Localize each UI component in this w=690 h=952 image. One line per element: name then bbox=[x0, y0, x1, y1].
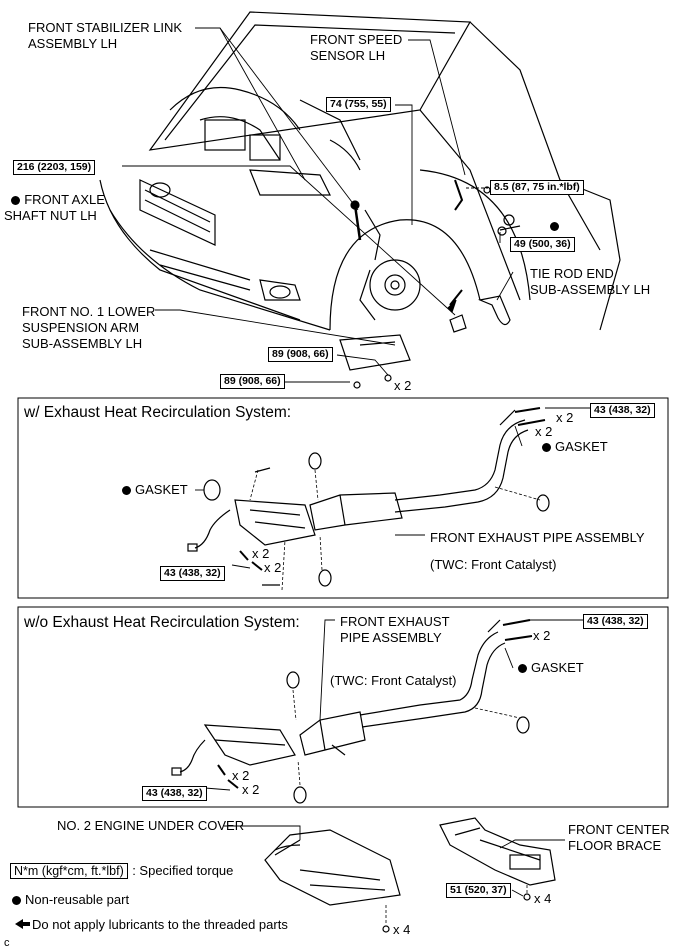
torque-89-upper: 89 (908, 66) bbox=[268, 347, 333, 362]
panel2-title: w/o Exhaust Heat Recirculation System: bbox=[24, 614, 300, 631]
no-lube-arrow-icon bbox=[15, 919, 30, 929]
panel-with-ehr-frame bbox=[17, 397, 669, 599]
panel1-gasket-right-text: GASKET bbox=[555, 439, 608, 454]
legend-unit-box: N*m (kgf*cm, ft.*lbf) bbox=[10, 863, 128, 879]
torque-74: 74 (755, 55) bbox=[326, 97, 391, 112]
count-lower-arm: x 2 bbox=[394, 378, 412, 393]
panel1-twc: (TWC: Front Catalyst) bbox=[430, 557, 557, 572]
panel2-gasket: GASKET bbox=[518, 660, 584, 676]
label-front-axle-nut: FRONT AXLE SHAFT NUT LH bbox=[4, 176, 105, 224]
count-cover: x 4 bbox=[393, 922, 411, 937]
non-reusable-dot-icon bbox=[518, 664, 527, 674]
corner-mark: c bbox=[4, 937, 10, 949]
panel1-gasket-left-text: GASKET bbox=[135, 482, 188, 497]
non-reusable-dot-icon bbox=[12, 896, 21, 906]
label-front-axle-nut-text: FRONT AXLE SHAFT NUT LH bbox=[4, 192, 105, 223]
panel2-pipe-label: FRONT EXHAUST PIPE ASSEMBLY bbox=[340, 614, 450, 645]
non-reusable-dot-icon bbox=[542, 443, 551, 453]
label-tie-rod-end: TIE ROD END SUB-ASSEMBLY LH bbox=[530, 266, 651, 297]
label-front-stabilizer-link: FRONT STABILIZER LINK ASSEMBLY LH bbox=[28, 20, 183, 51]
panel1-torque-left: 43 (438, 32) bbox=[160, 566, 225, 581]
non-reusable-dot-icon bbox=[11, 196, 21, 206]
panel2-count-l2: x 2 bbox=[242, 782, 260, 797]
panel1-gasket-left: GASKET bbox=[122, 482, 188, 498]
label-front-speed-sensor: FRONT SPEED SENSOR LH bbox=[310, 32, 403, 63]
under-cover-and-brace bbox=[224, 817, 565, 933]
panel1-count-r1: x 2 bbox=[556, 410, 574, 425]
non-reusable-dot-icon bbox=[550, 222, 559, 231]
panel1-count-r2: x 2 bbox=[535, 424, 553, 439]
count-brace: x 4 bbox=[534, 891, 552, 906]
torque-8-5: 8.5 (87, 75 in.*lbf) bbox=[490, 180, 584, 195]
legend-unit-desc: : Specified torque bbox=[132, 863, 234, 878]
legend-no-lube: Do not apply lubricants to the threaded … bbox=[32, 917, 288, 932]
legend-non-reusable-text: Non-reusable part bbox=[25, 892, 130, 907]
torque-51: 51 (520, 37) bbox=[446, 883, 511, 898]
panel1-torque-right: 43 (438, 32) bbox=[590, 403, 655, 418]
panel2-torque-right: 43 (438, 32) bbox=[583, 614, 648, 629]
vehicle-illustration bbox=[99, 11, 621, 389]
label-lower-suspension-arm: FRONT NO. 1 LOWER SUSPENSION ARM SUB-ASS… bbox=[22, 304, 156, 351]
panel2-count-r: x 2 bbox=[533, 628, 551, 643]
panel1-pipe-label: FRONT EXHAUST PIPE ASSEMBLY bbox=[430, 530, 645, 545]
panel1-gasket-right: GASKET bbox=[542, 439, 608, 455]
non-reusable-dot-icon bbox=[122, 486, 131, 496]
panel2-twc: (TWC: Front Catalyst) bbox=[330, 673, 457, 688]
torque-49: 49 (500, 36) bbox=[510, 237, 575, 252]
panel2-torque-left: 43 (438, 32) bbox=[142, 786, 207, 801]
panel2-gasket-text: GASKET bbox=[531, 660, 584, 675]
label-engine-under-cover: NO. 2 ENGINE UNDER COVER bbox=[57, 818, 245, 833]
torque-89-lower: 89 (908, 66) bbox=[220, 374, 285, 389]
legend: N*m (kgf*cm, ft.*lbf) : Specified torque bbox=[10, 862, 233, 880]
exhaust-pipe-with-ehr bbox=[187, 407, 595, 591]
exhaust-pipe-without-ehr bbox=[171, 619, 583, 804]
legend-non-reusable: Non-reusable part bbox=[12, 892, 129, 908]
panel-without-ehr-frame bbox=[17, 606, 669, 808]
torque-216: 216 (2203, 159) bbox=[13, 160, 96, 175]
panel1-count-l2: x 2 bbox=[264, 560, 282, 575]
panel1-title: w/ Exhaust Heat Recirculation System: bbox=[24, 404, 292, 421]
panel2-count-l1: x 2 bbox=[232, 768, 250, 783]
label-front-center-floor-brace: FRONT CENTER FLOOR BRACE bbox=[568, 822, 670, 853]
panel1-count-l1: x 2 bbox=[252, 546, 270, 561]
